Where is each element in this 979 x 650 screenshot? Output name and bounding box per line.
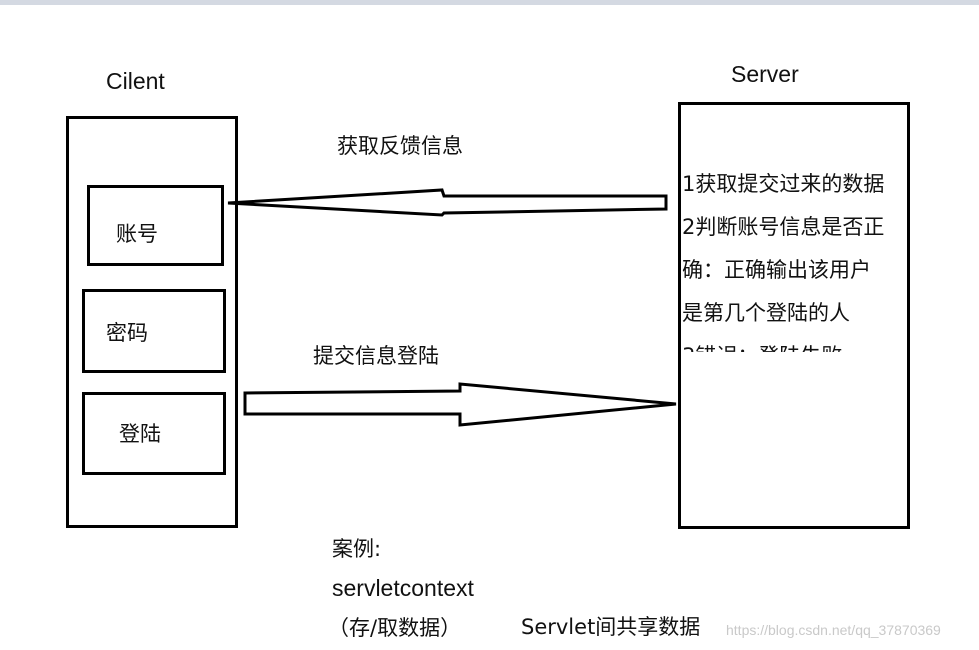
server-box	[678, 102, 910, 529]
account-field[interactable]	[87, 185, 224, 266]
login-button[interactable]	[82, 392, 226, 475]
server-line: 3错误：登陆失败	[682, 340, 906, 352]
account-label: 账号	[116, 222, 158, 246]
sharing-note: Servlet间共享数据	[521, 615, 701, 639]
server-text: 1获取提交过来的数据 2判断账号信息是否正 确：正确输出该用户 是第几个登陆的人…	[682, 168, 906, 352]
case-label: 案例:	[332, 537, 382, 561]
feedback-arrow	[227, 188, 668, 217]
server-line: 1获取提交过来的数据	[682, 172, 885, 196]
server-line: 确：正确输出该用户	[682, 258, 871, 282]
server-title: Server	[731, 61, 799, 87]
submit-arrow	[243, 382, 677, 427]
password-field[interactable]	[82, 289, 226, 373]
top-border	[0, 0, 979, 5]
watermark: https://blog.csdn.net/qq_37870369	[726, 622, 941, 638]
password-label: 密码	[106, 321, 148, 345]
server-line: 2判断账号信息是否正	[682, 215, 885, 239]
case-name: servletcontext	[332, 575, 474, 601]
login-label: 登陆	[119, 422, 161, 446]
case-detail: （存/取数据）	[328, 616, 462, 640]
submit-label: 提交信息登陆	[313, 344, 439, 368]
server-line: 是第几个登陆的人	[682, 301, 850, 325]
feedback-label: 获取反馈信息	[337, 134, 463, 158]
client-title: Cilent	[106, 68, 165, 94]
